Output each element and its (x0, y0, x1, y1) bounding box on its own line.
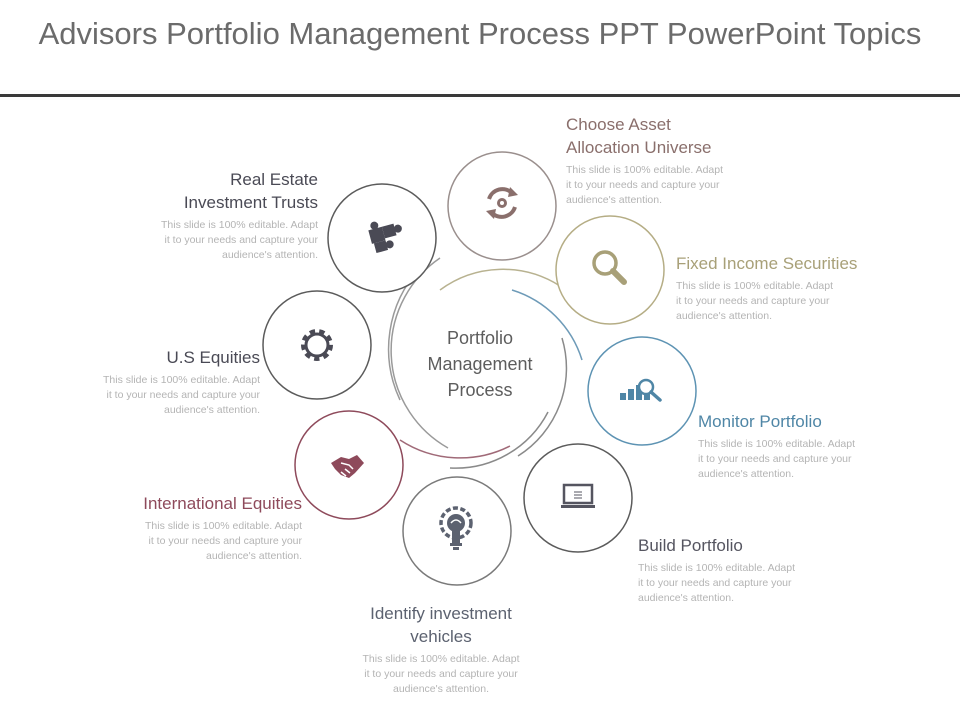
title-divider (0, 94, 960, 97)
item-description: audience's attention. (393, 683, 489, 695)
item-title: Real Estate (230, 170, 318, 189)
item-description: it to your needs and capture your (698, 453, 852, 465)
item-title: Fixed Income Securities (676, 254, 858, 273)
label-us-equities: U.S Equities This slide is 100% editable… (56, 346, 260, 418)
connector-arc (449, 411, 549, 469)
label-identify: Identify investment vehicles This slide … (331, 602, 551, 697)
item-title: vehicles (410, 627, 472, 646)
item-title: Choose Asset (566, 115, 671, 134)
circle-fixed-income (555, 215, 665, 325)
item-description: it to your needs and capture your (148, 535, 302, 547)
page-title: Advisors Portfolio Management Process PP… (38, 16, 922, 51)
label-choose-asset: Choose Asset Allocation Universe This sl… (566, 113, 766, 208)
circle-us-equities (262, 290, 372, 400)
handshake-icon (331, 455, 364, 478)
item-title: Allocation Universe (566, 138, 712, 157)
item-description: it to your needs and capture your (638, 577, 792, 589)
item-description: it to your needs and capture your (364, 668, 518, 680)
connector-arc (399, 439, 511, 459)
item-description: audience's attention. (676, 310, 772, 322)
label-build: Build Portfolio This slide is 100% edita… (638, 534, 838, 606)
center-label-line: Management (427, 354, 533, 374)
label-fixed-income: Fixed Income Securities This slide is 10… (676, 252, 896, 324)
item-description: audience's attention. (566, 194, 662, 206)
item-description: audience's attention. (164, 404, 260, 416)
magnifier-icon (592, 250, 627, 285)
label-real-estate: Real Estate Investment Trusts This slide… (112, 168, 318, 263)
connector-arc (439, 268, 561, 291)
item-title: U.S Equities (166, 348, 260, 367)
connector-arc (517, 337, 568, 457)
item-description: it to your needs and capture your (106, 389, 260, 401)
item-description: audience's attention. (206, 550, 302, 562)
item-description: This slide is 100% editable. Adapt (144, 520, 302, 532)
puzzle-icon (368, 221, 402, 254)
item-title: Identify investment (370, 604, 512, 623)
item-description: This slide is 100% editable. Adapt (566, 164, 724, 176)
item-description: it to your needs and capture your (566, 179, 720, 191)
bar-chart-search-icon (620, 378, 662, 402)
center-label: Portfolio Management Process (400, 325, 560, 403)
label-monitor: Monitor Portfolio This slide is 100% edi… (698, 410, 898, 482)
item-description: it to your needs and capture your (676, 295, 830, 307)
item-description: This slide is 100% editable. Adapt (638, 562, 796, 574)
label-international: International Equities This slide is 100… (100, 492, 302, 564)
item-description: audience's attention. (638, 592, 734, 604)
item-description: This slide is 100% editable. Adapt (102, 374, 260, 386)
lightbulb-gear-icon (439, 506, 473, 550)
item-description: This slide is 100% editable. Adapt (362, 653, 520, 665)
item-description: it to your needs and capture your (164, 234, 318, 246)
connector-arc (511, 289, 583, 361)
item-description: audience's attention. (698, 468, 794, 480)
refresh-gear-icon (486, 187, 518, 219)
item-title: Investment Trusts (183, 193, 318, 212)
item-description: audience's attention. (222, 249, 318, 261)
item-description: This slide is 100% editable. Adapt (698, 438, 856, 450)
gear-icon (301, 329, 333, 361)
center-label-line: Process (447, 380, 513, 400)
center-label-line: Portfolio (446, 328, 514, 348)
item-description: This slide is 100% editable. Adapt (676, 280, 834, 292)
item-title: International Equities (143, 494, 302, 513)
item-description: This slide is 100% editable. Adapt (160, 219, 318, 231)
item-title: Build Portfolio (638, 536, 743, 555)
item-title: Monitor Portfolio (698, 412, 822, 431)
laptop-icon (561, 483, 595, 508)
